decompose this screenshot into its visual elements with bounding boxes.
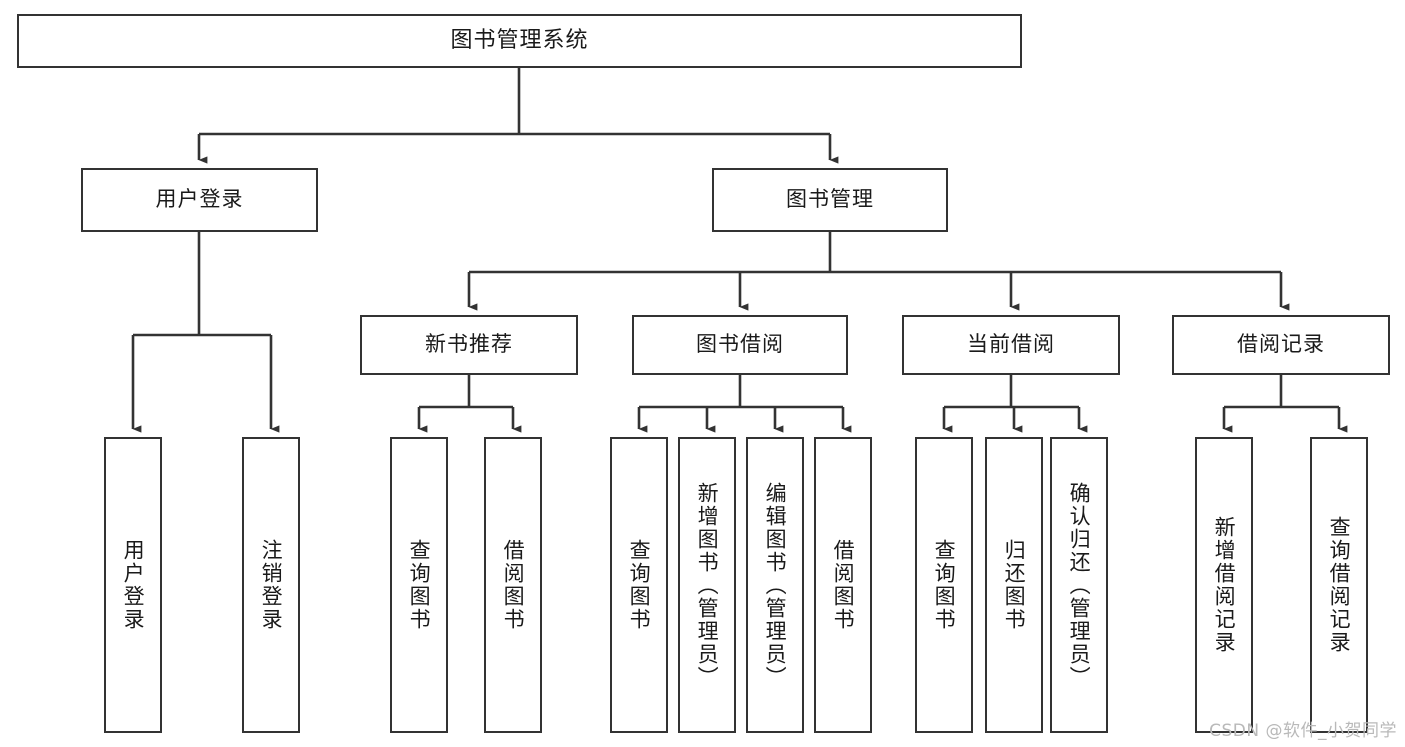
node-leaf-edit-book-admin[interactable]: 编辑图书（管理员） <box>746 437 804 733</box>
node-leaf-add-book-admin-label: 新增图书（管理员） <box>695 481 720 689</box>
node-leaf-return-book[interactable]: 归还图书 <box>985 437 1043 733</box>
node-leaf-query-book-recommend[interactable]: 查询图书 <box>390 437 448 733</box>
node-leaf-query-book-current-label: 查询图书 <box>932 539 957 631</box>
node-root-system[interactable]: 图书管理系统 <box>17 14 1022 68</box>
node-book-borrow-label: 图书借阅 <box>696 332 784 357</box>
node-user-login[interactable]: 用户登录 <box>81 168 318 232</box>
node-leaf-user-login-label: 用户登录 <box>121 539 146 631</box>
watermark-text: CSDN @软件_小贺同学 <box>1209 721 1397 741</box>
node-leaf-query-book-current[interactable]: 查询图书 <box>915 437 973 733</box>
node-leaf-add-borrow-record-label: 新增借阅记录 <box>1212 516 1237 654</box>
node-borrow-record[interactable]: 借阅记录 <box>1172 315 1390 375</box>
node-leaf-query-borrow-record[interactable]: 查询借阅记录 <box>1310 437 1368 733</box>
node-new-book-recommend[interactable]: 新书推荐 <box>360 315 578 375</box>
node-leaf-return-book-label: 归还图书 <box>1002 539 1027 631</box>
node-leaf-confirm-return-admin[interactable]: 确认归还（管理员） <box>1050 437 1108 733</box>
node-leaf-edit-book-admin-label: 编辑图书（管理员） <box>763 481 788 689</box>
node-book-management[interactable]: 图书管理 <box>712 168 948 232</box>
node-new-book-recommend-label: 新书推荐 <box>425 332 513 357</box>
node-current-borrow-label: 当前借阅 <box>967 332 1055 357</box>
node-leaf-query-borrow-record-label: 查询借阅记录 <box>1327 516 1352 654</box>
node-leaf-query-book-borrow-label: 查询图书 <box>627 539 652 631</box>
node-leaf-logout-label: 注销登录 <box>259 539 284 631</box>
node-leaf-query-book-recommend-label: 查询图书 <box>407 539 432 631</box>
node-borrow-record-label: 借阅记录 <box>1237 332 1325 357</box>
node-leaf-logout[interactable]: 注销登录 <box>242 437 300 733</box>
node-book-borrow[interactable]: 图书借阅 <box>632 315 848 375</box>
node-leaf-query-book-borrow[interactable]: 查询图书 <box>610 437 668 733</box>
node-leaf-borrow-book-recommend[interactable]: 借阅图书 <box>484 437 542 733</box>
node-leaf-borrow-book-recommend-label: 借阅图书 <box>501 539 526 631</box>
node-current-borrow[interactable]: 当前借阅 <box>902 315 1120 375</box>
node-leaf-add-borrow-record[interactable]: 新增借阅记录 <box>1195 437 1253 733</box>
node-leaf-borrow-book[interactable]: 借阅图书 <box>814 437 872 733</box>
node-leaf-borrow-book-label: 借阅图书 <box>831 539 856 631</box>
node-leaf-add-book-admin[interactable]: 新增图书（管理员） <box>678 437 736 733</box>
node-user-login-label: 用户登录 <box>155 187 244 212</box>
node-root-system-label: 图书管理系统 <box>450 27 589 53</box>
node-leaf-user-login[interactable]: 用户登录 <box>104 437 162 733</box>
node-book-management-label: 图书管理 <box>786 187 874 212</box>
node-leaf-confirm-return-admin-label: 确认归还（管理员） <box>1067 481 1092 689</box>
